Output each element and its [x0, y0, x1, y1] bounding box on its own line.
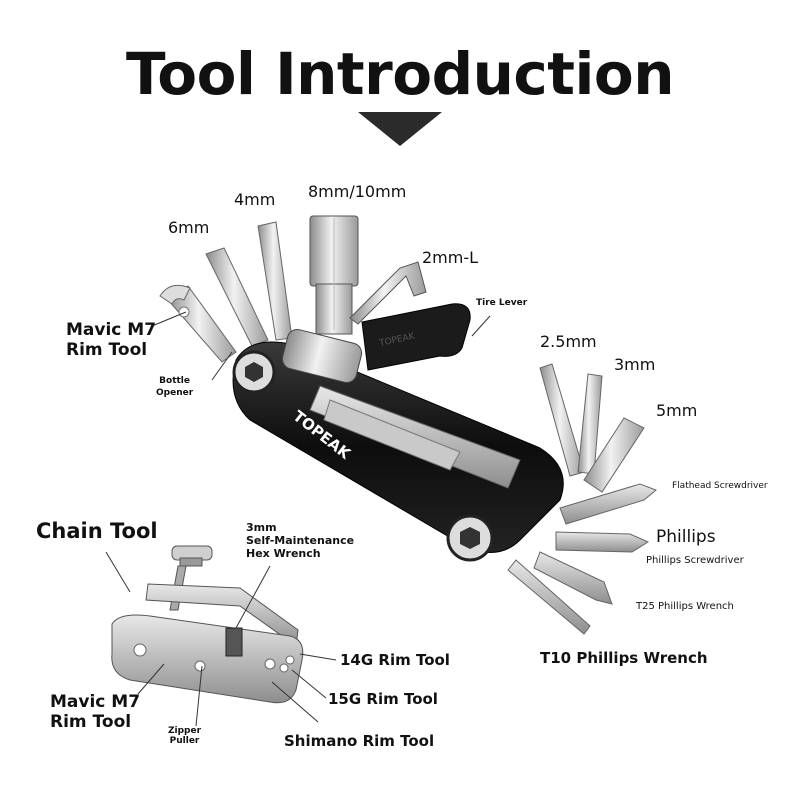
label-hex-2mm-l: 2mm-L [422, 248, 479, 267]
label-flathead-screwdriver: Flathead Screwdriver [672, 481, 768, 491]
label-hex-2-5mm: 2.5mm [540, 332, 597, 351]
label-14g-rim-tool: 14G Rim Tool [340, 651, 450, 669]
hex-key-5mm [583, 417, 645, 493]
mavic-rim-tool-fork [159, 284, 237, 363]
hex-key-4mm [257, 221, 293, 341]
label-bottle-opener: Bottle Opener [156, 376, 194, 398]
label-t25-phillips-wrench: T25 Phillips Wrench [636, 601, 734, 612]
label-hex-5mm: 5mm [656, 401, 698, 420]
t10-wrench [507, 559, 591, 635]
label-phillips-screwdriver: Phillips Screwdriver [646, 555, 744, 566]
tire-lever [361, 303, 471, 371]
hex-key-6mm [205, 247, 269, 347]
label-chain-tool: Chain Tool [36, 519, 158, 543]
label-shimano-rim-tool: Shimano Rim Tool [284, 732, 435, 750]
label-t10-phillips-wrench: T10 Phillips Wrench [540, 649, 708, 667]
flathead-screwdriver [559, 483, 657, 525]
label-tire-lever: Tire Lever [476, 298, 528, 308]
hex-socket-8-10mm [309, 215, 359, 335]
label-mavic-m7-rim-tool-top: Mavic M7 Rim Tool [66, 320, 157, 360]
phillips-screwdriver [555, 531, 650, 553]
label-hex-4mm: 4mm [234, 190, 276, 209]
label-hex-6mm: 6mm [168, 218, 210, 237]
chain-tool [105, 545, 337, 727]
label-hex-8-10mm: 8mm/10mm [308, 182, 407, 201]
label-mavic-m7-rim-tool-bottom: Mavic M7 Rim Tool [50, 692, 141, 732]
multitool: TOPEAK TOPEAK [151, 215, 657, 635]
label-phillips: Phillips [656, 527, 716, 547]
page-title: Tool Introduction [125, 40, 675, 108]
label-15g-rim-tool: 15G Rim Tool [328, 690, 438, 708]
t25-wrench [533, 551, 613, 605]
down-arrow-icon [358, 112, 442, 146]
label-hex-3mm: 3mm [614, 355, 656, 374]
label-self-maintenance-hex-wrench: 3mm Self-Maintenance Hex Wrench [246, 521, 355, 560]
hex-key-2mm-l [349, 261, 427, 325]
label-zipper-puller: Zipper Puller [168, 726, 202, 746]
